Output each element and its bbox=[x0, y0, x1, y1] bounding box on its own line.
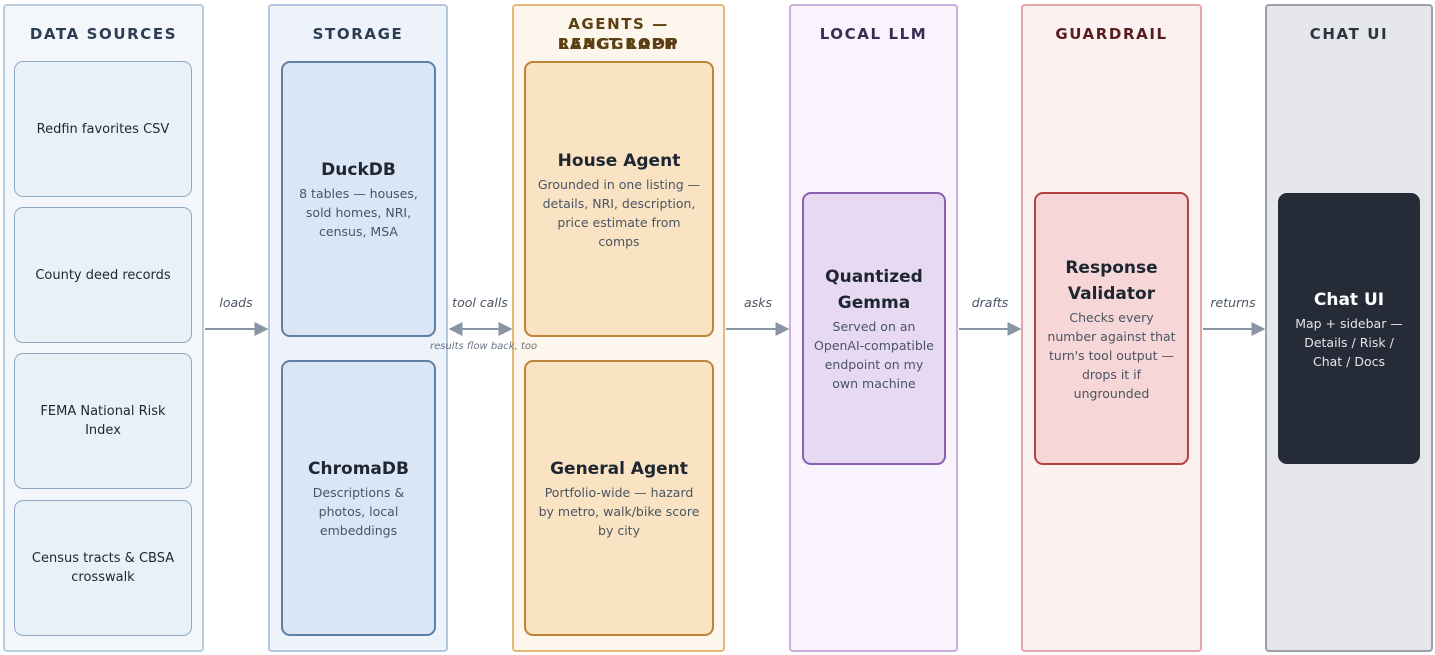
lane-title-chat-ui: CHAT UI bbox=[1309, 25, 1389, 43]
arrow-note-results-flow-back: results flow back, too bbox=[430, 341, 538, 352]
chromadb-title: ChromaDB bbox=[308, 459, 409, 479]
response-validator-title: Response Validator bbox=[1065, 257, 1158, 304]
lane-title-agents-line1: AGENTS — LANGGRAPH bbox=[558, 15, 679, 53]
lane-title-storage: STORAGE bbox=[312, 25, 404, 43]
arrow-label-loads: loads bbox=[219, 295, 253, 310]
source-county-deeds: County deed records bbox=[14, 207, 192, 343]
house-agent-title: House Agent bbox=[557, 150, 681, 171]
source-label: Redfin favorites CSV bbox=[36, 121, 170, 137]
chromadb-box: ChromaDB Descriptions & photos, local em… bbox=[281, 360, 436, 636]
source-label: Census tracts & CBSA crosswalk bbox=[31, 551, 175, 585]
general-agent-desc: Portfolio-wide — hazard by metro, walk/b… bbox=[538, 485, 700, 538]
chat-ui-title: Chat UI bbox=[1313, 289, 1385, 310]
response-validator-desc: Checks every number against that turn's … bbox=[1047, 309, 1176, 401]
arrow-label-returns: returns bbox=[1210, 295, 1256, 310]
duckdb-desc: 8 tables — houses, sold homes, NRI, cens… bbox=[299, 186, 418, 239]
general-agent-title: General Agent bbox=[550, 459, 688, 479]
source-label: County deed records bbox=[35, 267, 171, 283]
lane-title-agents-line2: REACT LOOP bbox=[557, 35, 680, 53]
duckdb-box: DuckDB 8 tables — houses, sold homes, NR… bbox=[281, 61, 436, 337]
quantized-gemma-box: Quantized Gemma Served on an OpenAI-comp… bbox=[802, 192, 946, 465]
source-label: FEMA National Risk Index bbox=[40, 404, 166, 438]
lane-title-local-llm: LOCAL LLM bbox=[819, 25, 928, 43]
lane-title-guardrail: GUARDRAIL bbox=[1055, 25, 1168, 43]
source-redfin-favorites: Redfin favorites CSV bbox=[14, 61, 192, 197]
arrow-label-drafts: drafts bbox=[971, 295, 1009, 310]
duckdb-title: DuckDB bbox=[321, 160, 396, 180]
source-fema-nri: FEMA National Risk Index bbox=[14, 353, 192, 489]
quantized-gemma-desc: Served on an OpenAI-compatible endpoint … bbox=[814, 319, 934, 391]
arrow-label-asks: asks bbox=[744, 295, 772, 310]
quantized-gemma-title: Quantized Gemma bbox=[825, 267, 923, 313]
lane-title-data-sources: DATA SOURCES bbox=[29, 25, 178, 43]
source-census-cbsa: Census tracts & CBSA crosswalk bbox=[14, 500, 192, 636]
chromadb-desc: Descriptions & photos, local embeddings bbox=[312, 485, 405, 538]
general-agent-box: General Agent Portfolio-wide — hazard by… bbox=[524, 360, 714, 636]
chat-ui-box: Chat UI Map + sidebar — Details / Risk /… bbox=[1278, 193, 1420, 464]
response-validator-box: Response Validator Checks every number a… bbox=[1034, 192, 1189, 465]
house-agent-desc: Grounded in one listing — details, NRI, … bbox=[537, 176, 701, 249]
house-agent-box: House Agent Grounded in one listing — de… bbox=[524, 61, 714, 337]
arrow-label-tool-calls: tool calls bbox=[452, 295, 508, 310]
chat-ui-desc: Map + sidebar — Details / Risk / Chat / … bbox=[1295, 315, 1403, 369]
